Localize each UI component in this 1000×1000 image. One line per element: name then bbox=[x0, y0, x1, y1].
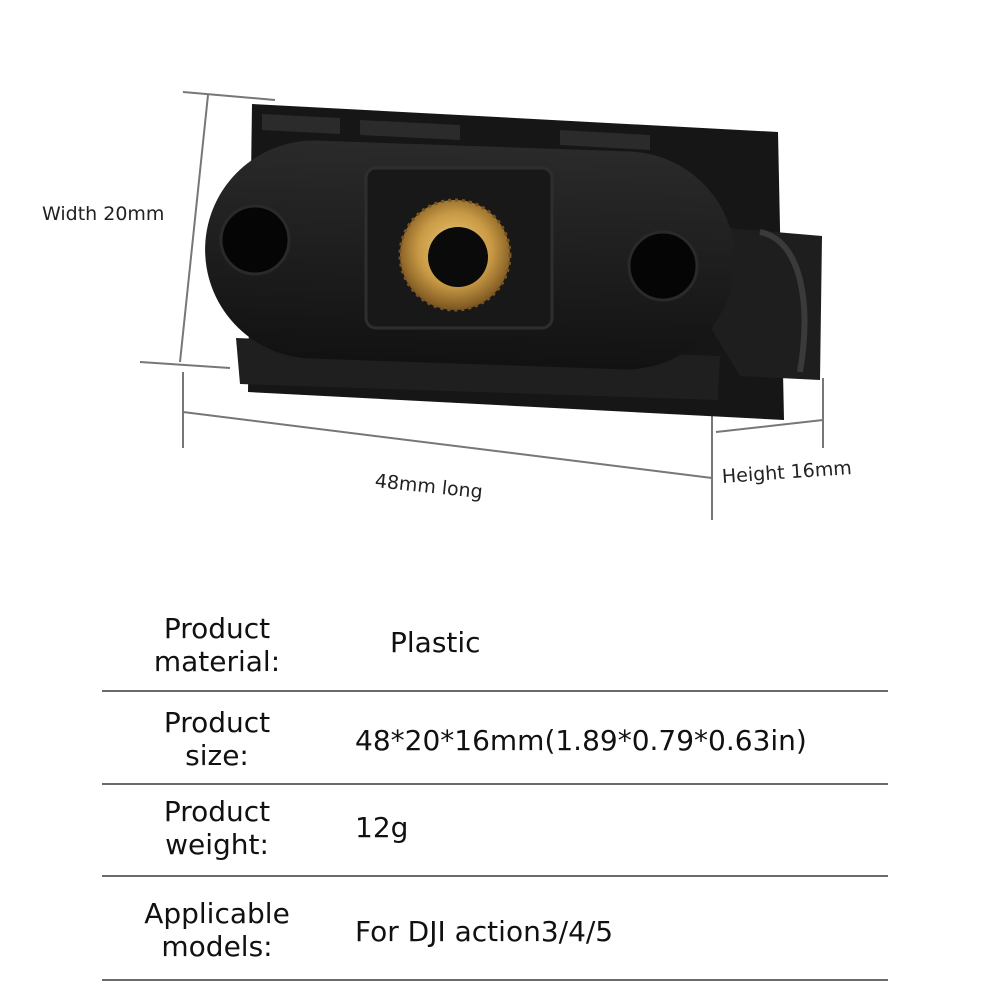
spec-label: Product size: bbox=[163, 706, 271, 772]
spec-value: 48*20*16mm(1.89*0.79*0.63in) bbox=[355, 724, 807, 757]
spec-table: Product material: Plastic Product size: … bbox=[102, 600, 888, 981]
length-line bbox=[182, 411, 713, 479]
camera-mount-adapter-icon bbox=[205, 104, 822, 420]
spec-label: Applicable models: bbox=[144, 897, 290, 963]
product-drawing bbox=[139, 91, 824, 520]
height-line bbox=[715, 419, 824, 433]
thread-hole bbox=[428, 227, 488, 287]
row-divider bbox=[102, 875, 888, 877]
side-clip-edge bbox=[759, 229, 808, 373]
spec-row-size: Product size: 48*20*16mm(1.89*0.79*0.63i… bbox=[102, 692, 888, 785]
row-divider bbox=[102, 979, 888, 981]
brass-knurl bbox=[398, 198, 512, 312]
spec-row-material: Product material: Plastic bbox=[102, 600, 888, 692]
width-dimension-label: Width 20mm bbox=[42, 203, 165, 225]
left-hole bbox=[219, 204, 291, 276]
width-line bbox=[179, 94, 209, 363]
spec-row-models: Applicable models: For DJI action3/4/5 bbox=[102, 877, 888, 981]
spec-value: For DJI action3/4/5 bbox=[355, 915, 614, 948]
width-tick-bottom bbox=[139, 361, 231, 369]
spec-value: 12g bbox=[355, 811, 409, 844]
right-hole bbox=[627, 230, 699, 302]
product-figure: Width 20mm 48mm long Height 16mm bbox=[42, 91, 852, 520]
row-divider bbox=[102, 783, 888, 785]
width-tick-top bbox=[182, 91, 276, 101]
row-divider bbox=[102, 690, 888, 692]
spec-row-weight: Product weight: 12g bbox=[102, 785, 888, 877]
dimension-lines bbox=[139, 91, 824, 520]
spec-label: Product weight: bbox=[163, 795, 271, 861]
spec-label: Product material: bbox=[153, 612, 281, 678]
top-ribs bbox=[262, 114, 650, 150]
spec-value: Plastic bbox=[390, 626, 481, 659]
